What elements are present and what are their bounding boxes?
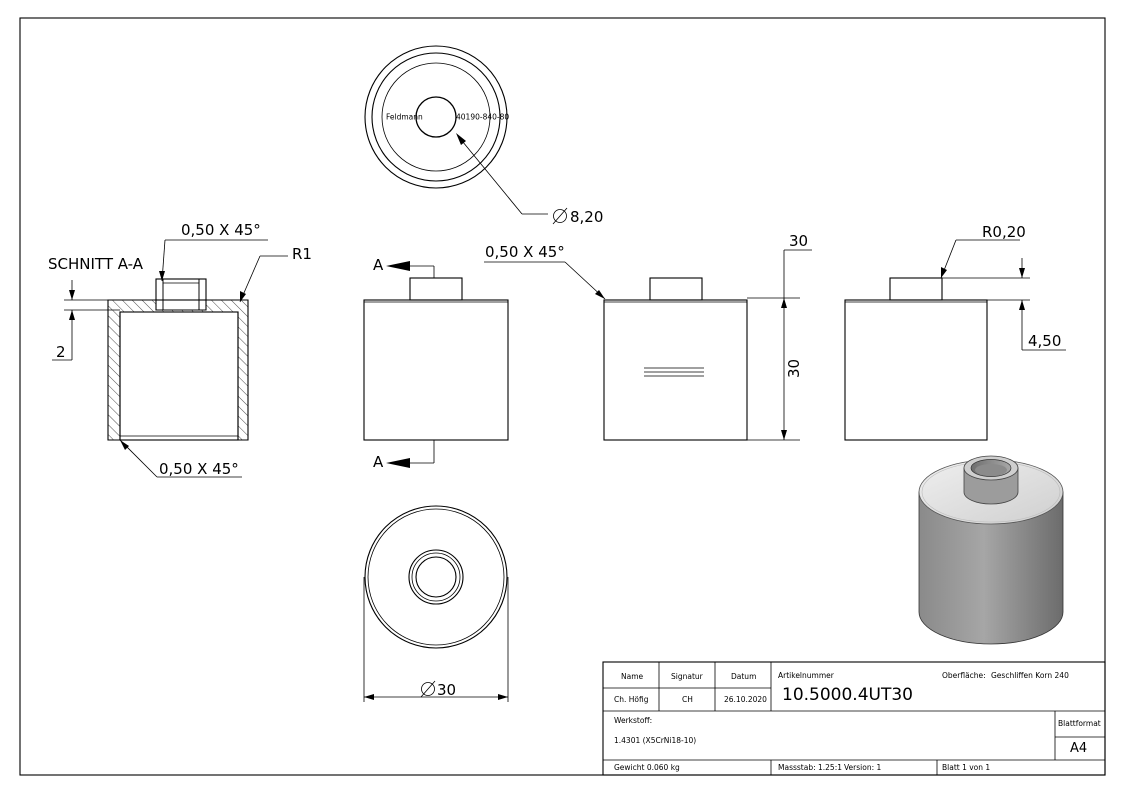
section-marker-bottom: A (373, 453, 384, 471)
tb-signatur: CH (682, 695, 693, 704)
right-radius: R0,20 (982, 223, 1026, 241)
tb-name: Ch. Höfig (614, 695, 649, 704)
tb-werkstoff-label: Werkstoff: (614, 716, 652, 725)
diameter-symbol (420, 680, 436, 698)
tb-header-datum: Datum (731, 672, 756, 681)
bottom-view: 30 (363, 505, 509, 702)
right-height-dim: 4,50 (1028, 332, 1061, 350)
tb-massstab: Massstab: 1.25:1 (778, 763, 842, 772)
sheet-border (19, 17, 1106, 776)
tb-blatt: Blatt 1 von 1 (942, 763, 990, 772)
side-height-dim: 30 (789, 232, 808, 250)
tb-blattformat-label: Blattformat (1058, 719, 1101, 728)
tb-datum: 26.10.2020 (724, 695, 767, 704)
engraving-right: 40190-840-80 (456, 113, 509, 122)
section-chamfer-top: 0,50 X 45° (181, 221, 261, 239)
title-block: Name Signatur Datum Ch. Höfig CH 26.10.2… (602, 661, 1106, 776)
tb-blattformat: A4 (1070, 741, 1087, 756)
engraving-left: Feldmann (386, 113, 423, 122)
section-chamfer-bottom: 0,50 X 45° (159, 460, 239, 478)
side-height-dim-vertical: 30 (785, 359, 803, 378)
tb-artikel-label: Artikelnummer (778, 671, 835, 680)
tb-header-signatur: Signatur (671, 672, 704, 681)
side-chamfer: 0,50 X 45° (485, 243, 565, 261)
front-view: A A (363, 256, 509, 471)
tb-oberflaeche-label: Oberfläche: (942, 671, 986, 680)
right-view: R0,20 4,50 (844, 223, 1066, 441)
section-radius: R1 (292, 245, 312, 263)
section-wall-dim: 2 (56, 343, 66, 361)
tb-version: Version: 1 (844, 763, 881, 772)
tb-header-name: Name (621, 672, 644, 681)
section-marker-top: A (373, 256, 384, 274)
top-view: Feldmann 40190-840-80 8,20 (364, 45, 603, 226)
section-title: SCHNITT A-A (48, 255, 144, 273)
bottom-diameter-dim: 30 (437, 681, 456, 699)
bore-dimension: 8,20 (570, 208, 603, 226)
section-view: SCHNITT A-A 0,50 X 45° R1 2 0 (48, 221, 312, 478)
iso-view (918, 455, 1064, 645)
side-view: 0,50 X 45° 30 30 (484, 232, 812, 441)
tb-artikel-nr: 10.5000.4UT30 (782, 685, 913, 705)
tb-werkstoff: 1.4301 (X5CrNi18-10) (614, 736, 696, 745)
diameter-symbol (552, 207, 568, 225)
tb-oberflaeche: Geschliffen Korn 240 (991, 671, 1069, 680)
tb-gewicht: Gewicht 0.060 kg (614, 763, 680, 772)
